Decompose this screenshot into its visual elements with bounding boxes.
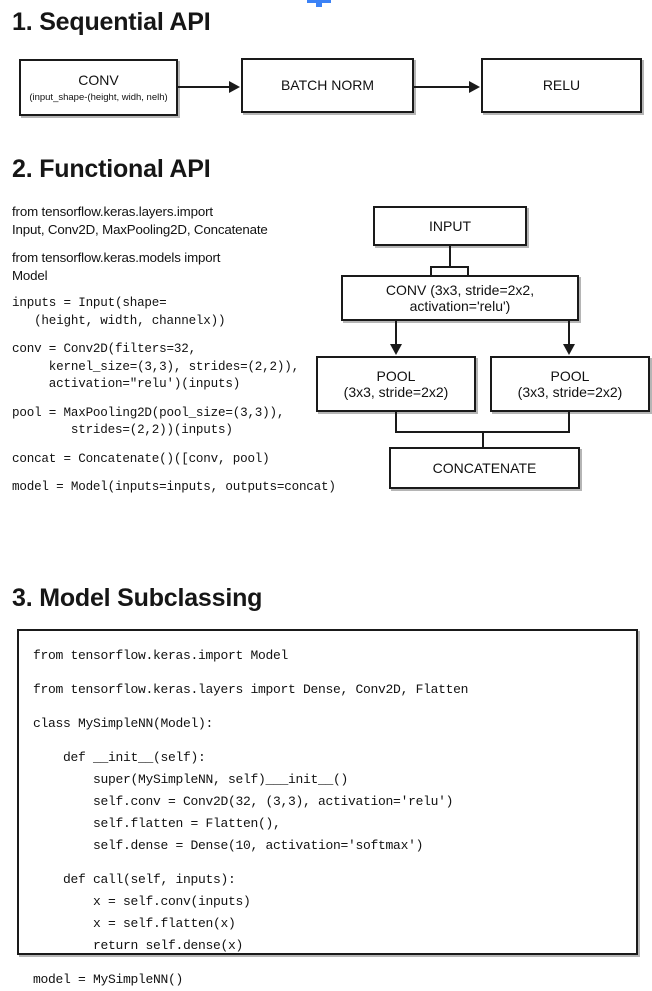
connector-conv-to-batchnorm	[178, 86, 230, 88]
arrowhead-batchnorm-to-relu	[469, 81, 480, 93]
stray-blue-mark	[307, 0, 331, 3]
code-line: def call(self, inputs):	[33, 872, 236, 887]
node-title: POOL (3x3, stride=2x2)	[343, 367, 449, 400]
connector-join-to-concat	[482, 431, 484, 448]
node-title: CONCATENATE	[432, 459, 537, 476]
subclassing-code-panel: from tensorflow.keras.import Model from …	[17, 629, 638, 987]
code-line: Model	[12, 267, 48, 283]
sequential-node-relu: RELU	[481, 58, 642, 113]
code-line: x = self.flatten(x)	[33, 916, 236, 931]
code-spacer	[33, 857, 636, 869]
code-block: concat = Concatenate()([conv, pool)	[12, 451, 332, 469]
code-line: activation="relu')(inputs)	[12, 377, 241, 391]
code-block: model = Model(inputs=inputs, outputs=con…	[12, 479, 336, 497]
code-line: conv = Conv2D(filters=32,	[12, 342, 196, 356]
code-spacer	[33, 957, 636, 969]
code-line: inputs = Input(shape=	[12, 296, 167, 310]
arrowhead-conv-to-batchnorm	[229, 81, 240, 93]
arrowhead-pool-right	[563, 344, 575, 355]
functional-node-concatenate: CONCATENATE	[389, 447, 580, 489]
connector-conv-to-pool-right	[568, 321, 570, 345]
node-title: RELU	[542, 77, 581, 94]
code-line: concat = Concatenate()([conv, pool)	[12, 451, 270, 466]
code-line: pool = MaxPooling2D(pool_size=(3,3)),	[12, 405, 285, 420]
slide-canvas: 1. Sequential API CONV (input_shape-(hei…	[12, 0, 650, 987]
code-spacer	[33, 735, 636, 747]
section-3-heading: 3. Model Subclassing	[12, 584, 263, 612]
code-spacer	[33, 701, 636, 713]
arrowhead-pool-left	[390, 344, 402, 355]
sequential-node-batch-norm: BATCH NORM	[241, 58, 414, 113]
stray-blue-mark-stem	[316, 3, 322, 7]
code-line: self.dense = Dense(10, activation='softm…	[33, 838, 424, 853]
code-block: pool = MaxPooling2D(pool_size=(3,3)), st…	[12, 405, 332, 440]
code-line: kernel_size=(3,3), strides=(2,2)),	[12, 359, 299, 374]
functional-node-pool-right: POOL (3x3, stride=2x2)	[490, 356, 650, 412]
code-line: from tensorflow.keras.layers import Dens…	[33, 682, 469, 697]
code-line: from tensorflow.keras.import Model	[33, 648, 289, 663]
node-title: INPUT	[429, 217, 471, 234]
functional-node-input: INPUT	[373, 206, 527, 246]
code-line: return self.dense(x)	[33, 938, 244, 953]
code-line: strides=(2,2))(inputs)	[12, 423, 233, 437]
code-line: model = MySimpleNN()	[33, 972, 184, 987]
code-line: self.flatten = Flatten(),	[33, 816, 281, 831]
code-line: super(MySimpleNN, self)___init__()	[33, 772, 349, 787]
connector-pool-right-down	[568, 412, 570, 433]
code-line: (height, width, channelx))	[12, 313, 226, 328]
code-line: Input, Conv2D, MaxPooling2D, Concatenate	[12, 221, 268, 237]
node-title: POOL (3x3, stride=2x2)	[517, 367, 623, 400]
node-title: BATCH NORM	[280, 77, 375, 94]
code-line: class MySimpleNN(Model):	[33, 716, 214, 731]
section-2-heading: 2. Functional API	[12, 155, 211, 183]
code-line: from tensorflow.keras.models import	[12, 250, 221, 265]
section-1-heading: 1. Sequential API	[12, 8, 211, 36]
code-line: self.conv = Conv2D(32, (3,3), activation…	[33, 794, 454, 809]
code-block: inputs = Input(shape= (height, width, ch…	[12, 295, 332, 330]
sequential-node-conv: CONV (input_shape-(height, widh, nelh)	[19, 59, 178, 116]
code-spacer	[33, 667, 636, 679]
connector-batchnorm-to-relu	[414, 86, 470, 88]
connector-input-to-conv	[449, 246, 451, 275]
functional-node-pool-left: POOL (3x3, stride=2x2)	[316, 356, 476, 412]
functional-node-conv: CONV (3x3, stride=2x2, activation='relu'…	[341, 275, 579, 321]
code-line: from tensorflow.keras.layers.import	[12, 204, 213, 219]
connector-conv-to-pool-left	[395, 321, 397, 345]
connector-pool-left-down	[395, 412, 397, 433]
node-title: CONV (3x3, stride=2x2, activation='relu'…	[385, 281, 535, 314]
code-line: x = self.conv(inputs)	[33, 894, 251, 909]
code-line: model = Model(inputs=inputs, outputs=con…	[12, 480, 336, 494]
code-line: def __init__(self):	[33, 750, 206, 765]
node-subtitle: (input_shape-(height, widh, nelh)	[29, 91, 168, 103]
node-title: CONV	[78, 72, 119, 89]
code-block: conv = Conv2D(filters=32, kernel_size=(3…	[12, 341, 332, 394]
connector-notch-input-conv	[430, 266, 469, 276]
